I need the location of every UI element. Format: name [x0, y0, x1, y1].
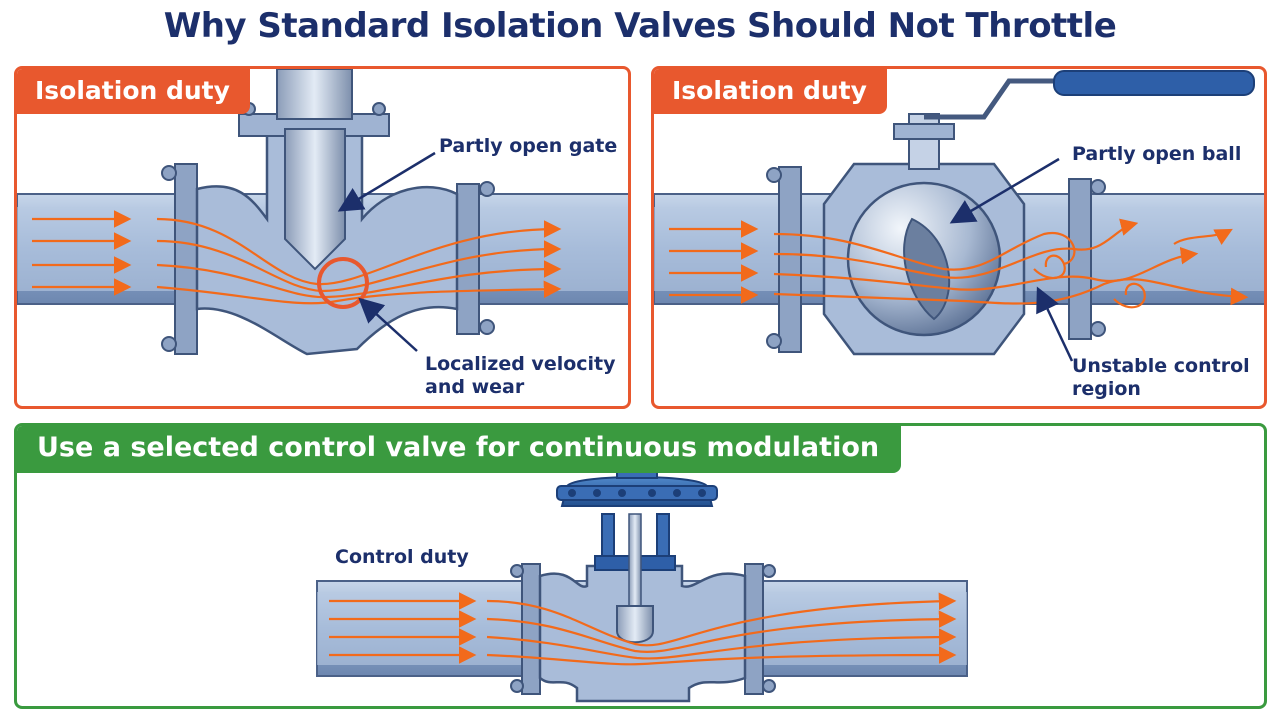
- handle-grip: [1053, 70, 1255, 96]
- region-pointer-arrow: [1036, 286, 1074, 362]
- and-wear-label: and wear: [425, 376, 525, 398]
- unstable-control-label: Unstable control: [1072, 355, 1250, 377]
- ball-valve-diagram: [654, 70, 1264, 362]
- wear-highlight: [317, 257, 369, 309]
- gate-valve-diagram: [17, 69, 628, 356]
- flow-lines: [329, 592, 957, 666]
- page-title: Why Standard Isolation Valves Should Not…: [163, 6, 1117, 46]
- control-valve-panel: Use a selected control valve for continu…: [14, 423, 1267, 709]
- flow-lines: [669, 218, 1249, 309]
- partly-open-gate-label: Partly open gate: [439, 135, 618, 157]
- ball-bore: [903, 217, 951, 321]
- control-valve-diagram: [316, 465, 968, 703]
- gate-valve-panel: Isolation duty Partly open gate Localize…: [14, 66, 631, 409]
- valve-plug: [616, 605, 654, 644]
- actuator: [556, 465, 718, 507]
- region-label: region: [1072, 378, 1141, 400]
- gate-disc: [284, 128, 346, 271]
- flange: [766, 166, 1106, 353]
- isolation-duty-tag: Isolation duty: [17, 69, 250, 114]
- handle-lever: [924, 78, 1059, 120]
- stem: [893, 113, 955, 170]
- ball-valve-panel: Isolation duty Partly open ball Unstable…: [651, 66, 1267, 409]
- ball-pointer-arrow: [949, 157, 1060, 224]
- wear-pointer-arrow: [358, 297, 418, 352]
- isolation-duty-tag: Isolation duty: [654, 69, 887, 114]
- partly-open-ball-label: Partly open ball: [1072, 143, 1242, 165]
- gate-pointer-arrow: [337, 151, 436, 212]
- bonnet: [238, 69, 390, 137]
- control-valve-tag: Use a selected control valve for continu…: [17, 426, 902, 473]
- localized-velocity-label: Localized velocity: [425, 353, 616, 375]
- valve-stem: [628, 513, 642, 610]
- control-duty-label: Control duty: [335, 546, 469, 568]
